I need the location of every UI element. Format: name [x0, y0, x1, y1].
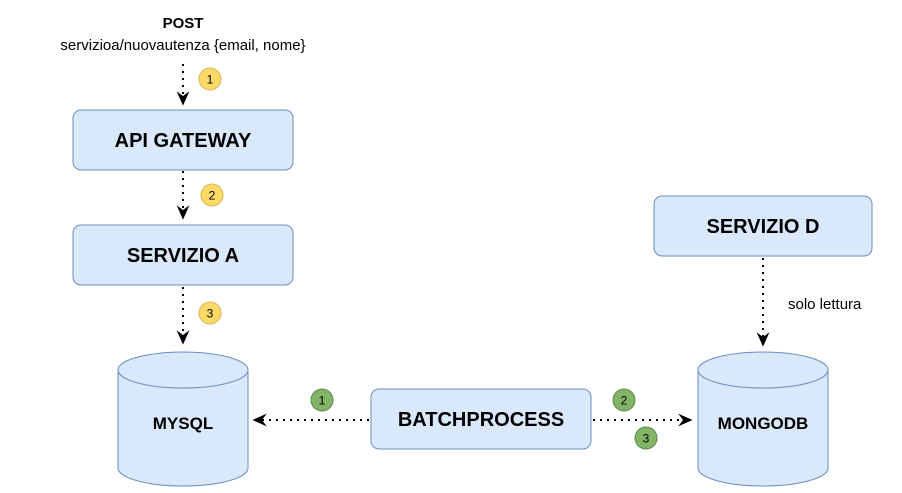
api-gateway-node[interactable]: API GATEWAY	[72, 109, 294, 171]
servizio-a-label: SERVIZIO A	[127, 245, 239, 267]
badge-batch-1: 1	[310, 388, 334, 412]
badge-batch-3: 3	[634, 426, 658, 450]
mongodb-label: MONGODB	[718, 414, 809, 433]
batchprocess-label: BATCHPROCESS	[398, 409, 564, 431]
servizio-a-node[interactable]: SERVIZIO A	[72, 224, 294, 286]
badge-batch-2-label: 2	[621, 394, 628, 408]
badge-flow-2: 2	[200, 183, 224, 207]
request-method: POST	[163, 15, 204, 32]
badge-flow-1: 1	[198, 67, 222, 91]
request-endpoint: servizioa/nuovautenza {email, nome}	[60, 37, 305, 54]
badge-batch-2: 2	[612, 388, 636, 412]
badge-flow-3: 3	[198, 301, 222, 325]
solo-lettura-label: solo lettura	[788, 296, 862, 313]
api-gateway-label: API GATEWAY	[115, 130, 252, 152]
servizio-d-label: SERVIZIO D	[707, 216, 820, 238]
badge-batch-3-label: 3	[643, 432, 650, 446]
mongodb-database[interactable]: MONGODB	[697, 351, 829, 487]
badge-flow-1-label: 1	[207, 73, 214, 87]
badge-flow-3-label: 3	[207, 307, 214, 321]
badge-flow-2-label: 2	[209, 189, 216, 203]
mysql-database[interactable]: MYSQL	[117, 351, 249, 487]
batchprocess-node[interactable]: BATCHPROCESS	[370, 388, 592, 450]
mysql-label: MYSQL	[153, 414, 213, 433]
badge-batch-1-label: 1	[319, 394, 326, 408]
servizio-d-node[interactable]: SERVIZIO D	[653, 195, 873, 257]
